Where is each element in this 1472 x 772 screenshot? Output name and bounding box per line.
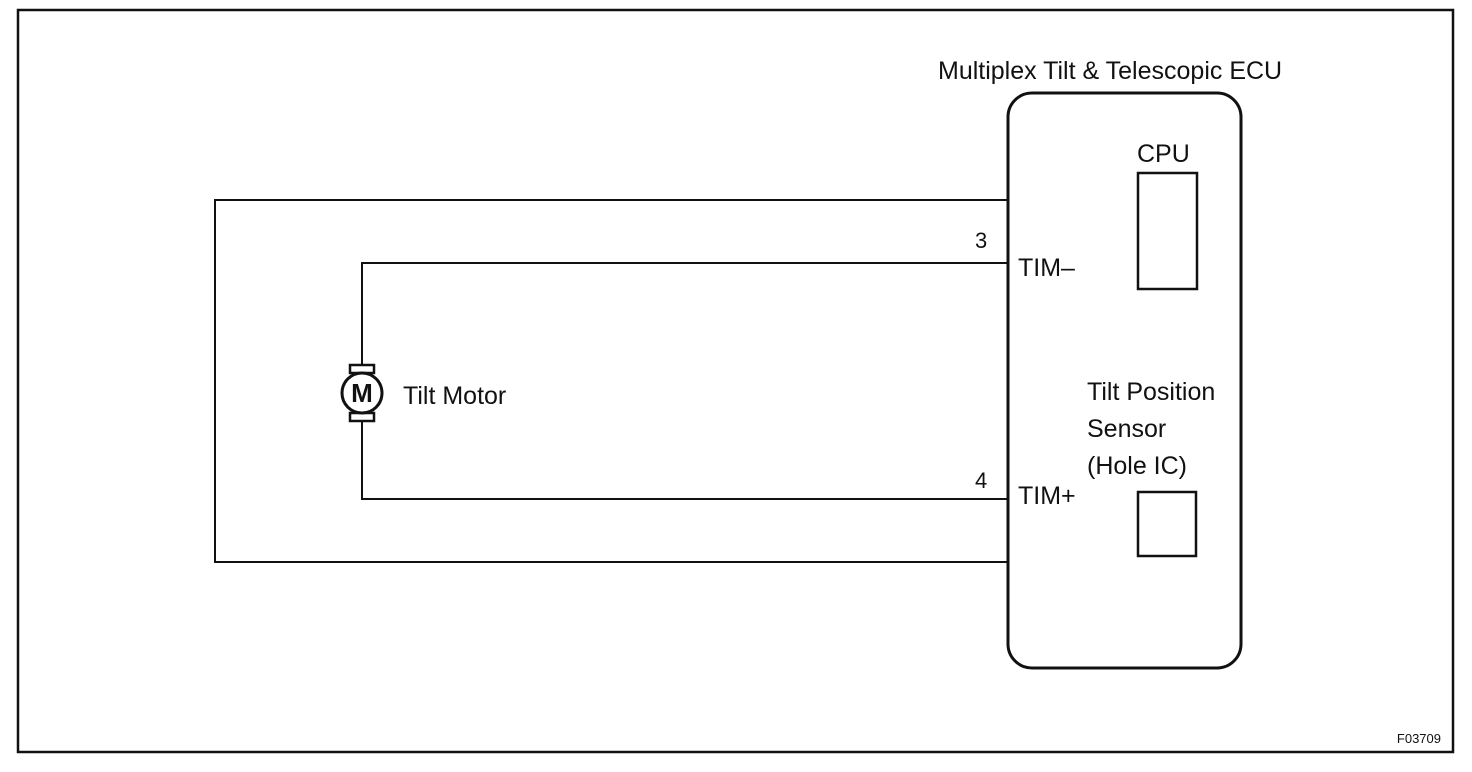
sensor-block xyxy=(1136,490,1198,558)
sensor-label-line-2: Sensor xyxy=(1087,415,1166,443)
tim-plus-wire xyxy=(361,421,1008,500)
motor-label: Tilt Motor xyxy=(403,382,506,410)
outer-loop-wire xyxy=(214,199,1008,563)
figure-code: F03709 xyxy=(1397,731,1441,746)
pin-3-number: 3 xyxy=(975,228,987,253)
motor-icon: M xyxy=(340,363,384,423)
sensor-label-line-3: (Hole IC) xyxy=(1087,452,1187,480)
tim-minus-wire xyxy=(361,262,1008,365)
ecu-title: Multiplex Tilt & Telescopic ECU xyxy=(938,57,1282,85)
cpu-block xyxy=(1136,171,1199,291)
cpu-label: CPU xyxy=(1137,140,1190,168)
motor-symbol-letter: M xyxy=(351,378,373,408)
sensor-label-line-1: Tilt Position xyxy=(1087,378,1215,406)
diagram-frame xyxy=(16,8,1455,754)
ecu-box xyxy=(1006,91,1243,670)
pin-tim-minus-name: TIM– xyxy=(1018,254,1075,282)
pin-4-number: 4 xyxy=(975,468,987,493)
pin-tim-plus-name: TIM+ xyxy=(1018,482,1076,510)
